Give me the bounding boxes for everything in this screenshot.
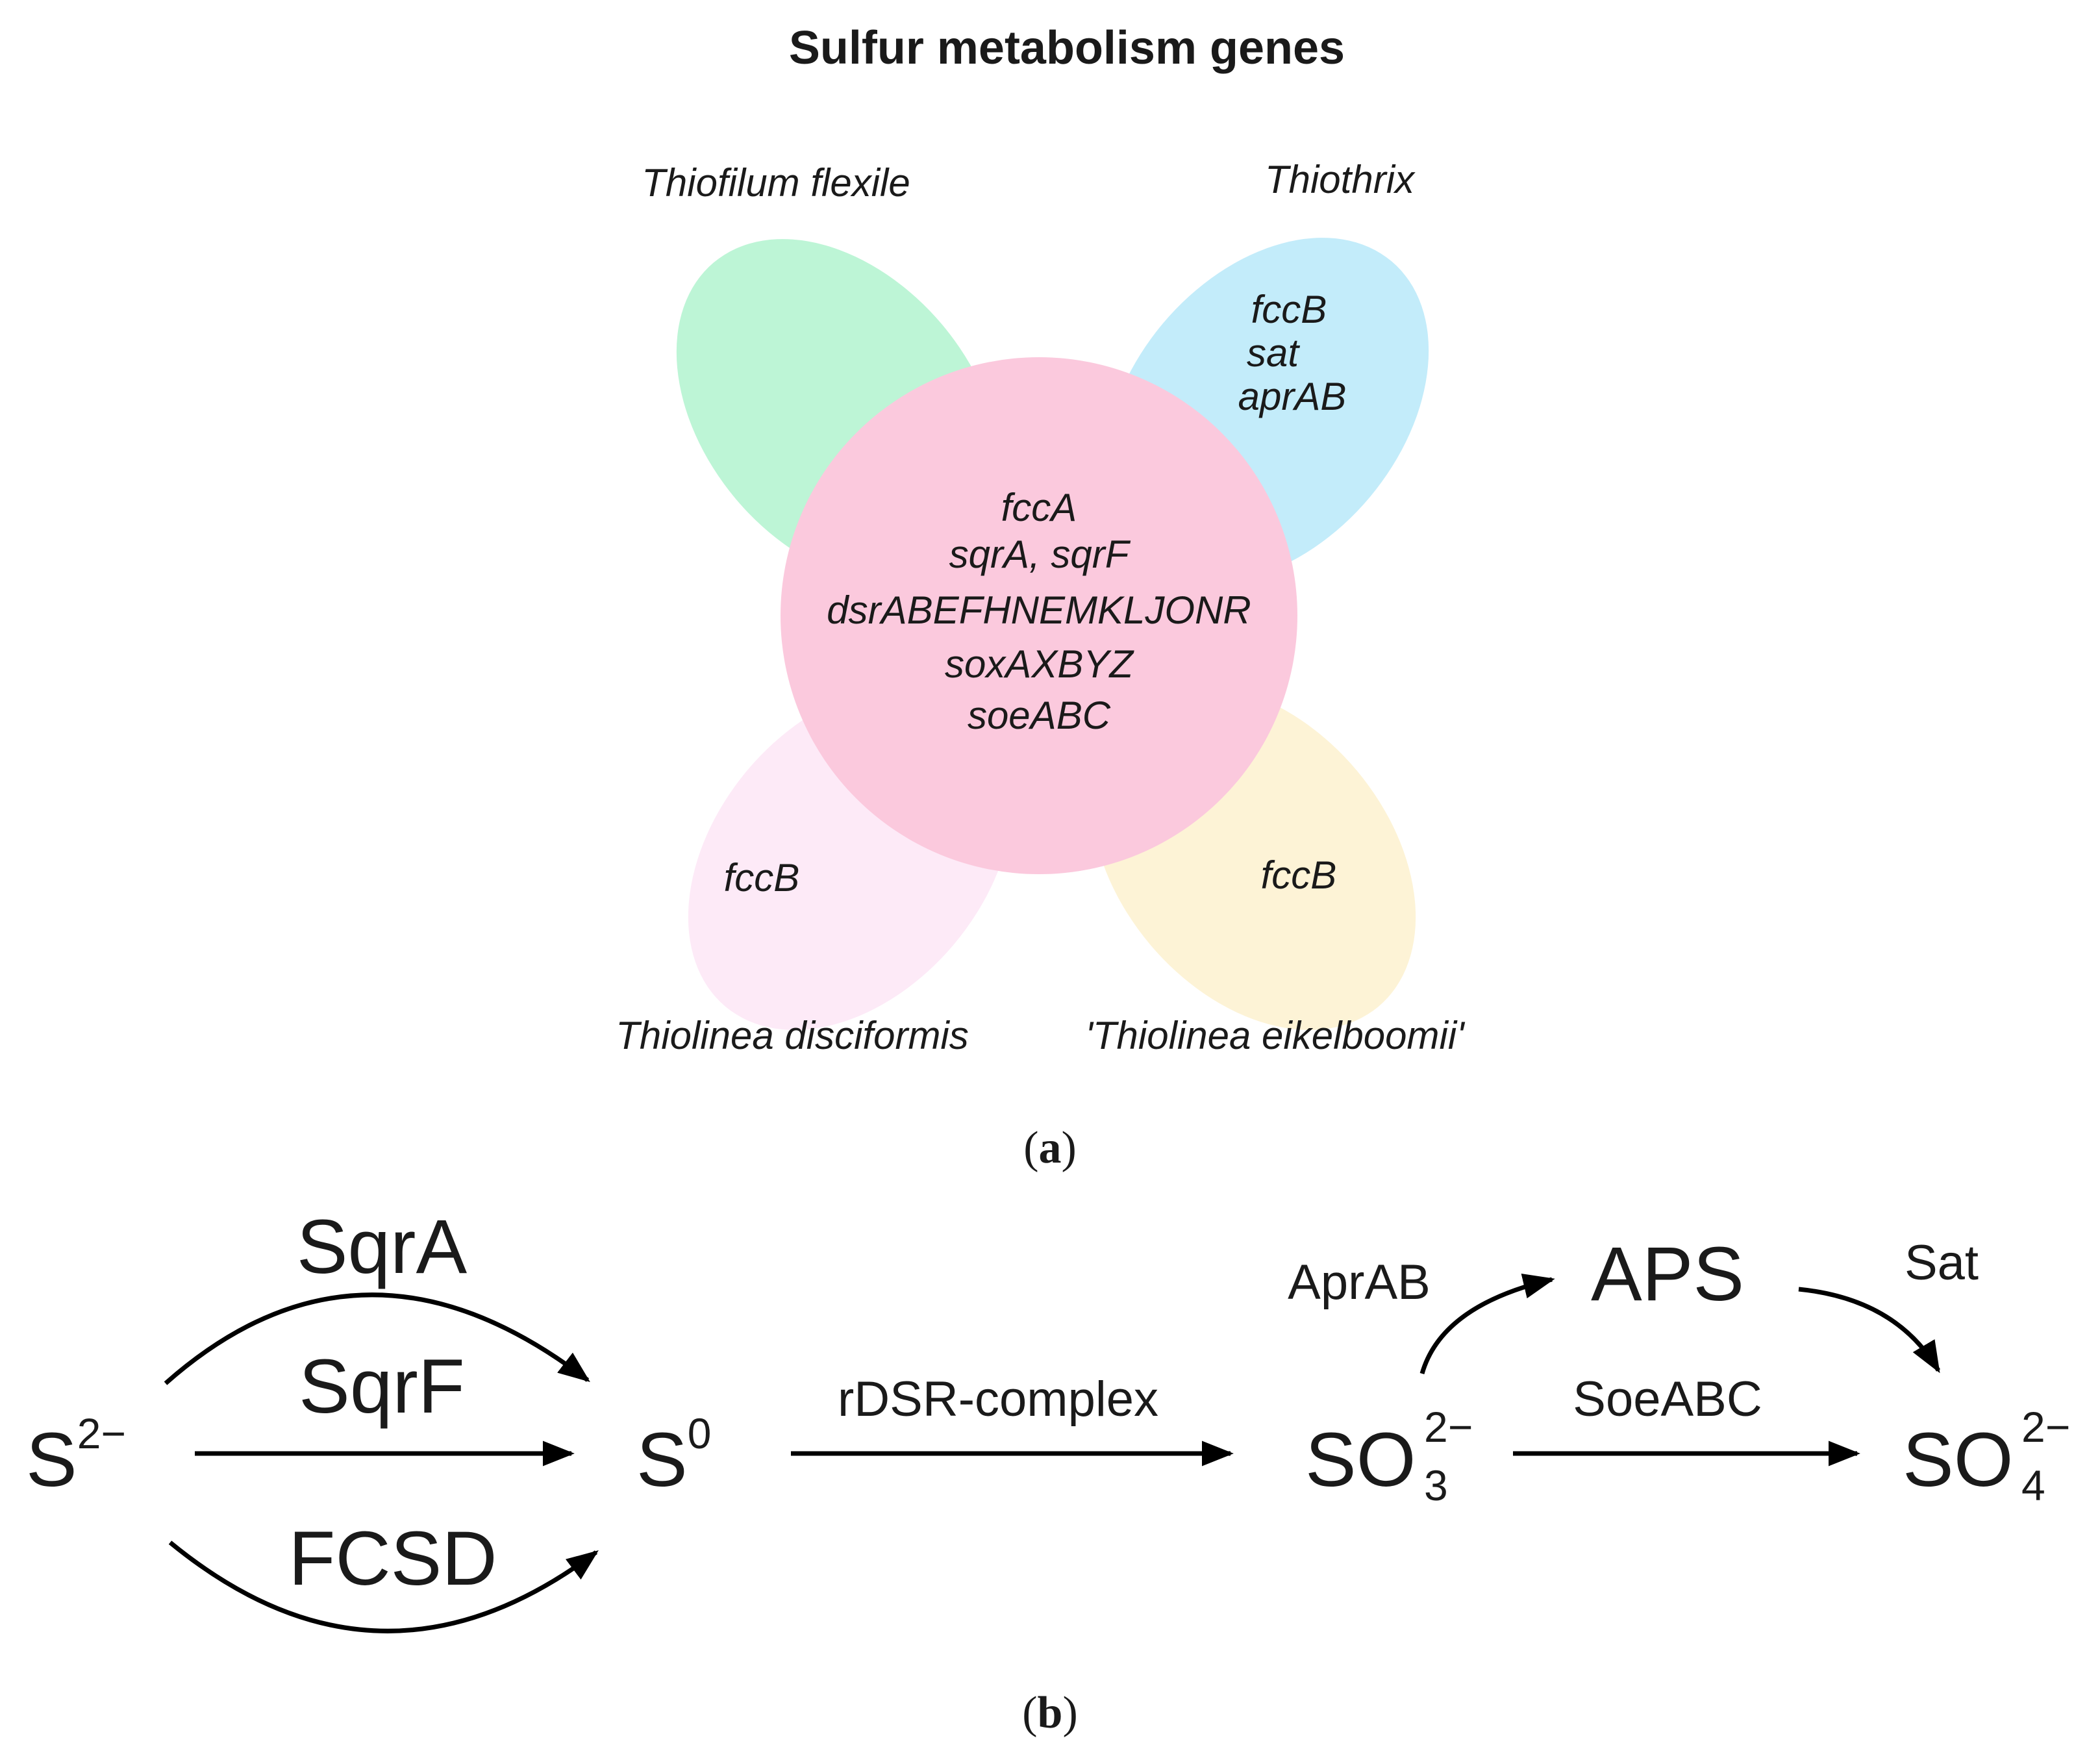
organism-label-bottom-left: Thiolinea disciformis [616, 1014, 969, 1057]
species-sulfate-index: 4 [2021, 1461, 2045, 1509]
panel-b-letter: b [1038, 1688, 1063, 1738]
panel-a-title: Sulfur metabolism genes [789, 22, 1345, 74]
core-gene-4: soxAXBYZ [945, 642, 1134, 686]
gene-bottom-right-1: fccB [1261, 853, 1337, 897]
species-sulfur-charge: 0 [688, 1409, 712, 1457]
panel-b-label: (b) [1022, 1688, 1078, 1738]
species-sulfite-charge: 2− [1424, 1403, 1473, 1451]
arrow-aprab [1419, 1274, 1555, 1374]
core-circle [781, 357, 1297, 874]
species-sulfate-base: SO [1903, 1417, 2014, 1503]
organism-label-top-right: Thiothrix [1265, 158, 1416, 201]
species-sulfate-charge: 2− [2021, 1403, 2070, 1451]
panel-a-label: (a) [1023, 1123, 1077, 1173]
gene-top-right-2: sat [1247, 331, 1300, 375]
core-gene-5: soeABC [968, 694, 1111, 737]
gene-bottom-left-1: fccB [724, 856, 800, 900]
species-sulfur: S0 [636, 1409, 711, 1503]
species-sulfide-base: S [26, 1417, 77, 1503]
core-gene-2: sqrA, sqrF [949, 533, 1131, 576]
enzyme-sqrf: SqrF [299, 1344, 465, 1429]
arrow-sqra [164, 1292, 590, 1385]
species-sulfite-base: SO [1305, 1417, 1416, 1503]
species-aps: APS [1591, 1231, 1744, 1317]
enzyme-sqra: SqrA [297, 1204, 468, 1290]
arrow-fcsd [168, 1541, 599, 1633]
panel-b: S2− S0 SO 2− 3 APS SO 2− 4 SqrA SqrF FCS… [26, 1204, 2070, 1738]
panel-a: Sulfur metabolism genes Thiofilum flexil… [616, 22, 1466, 1173]
gene-top-right-1: fccB [1251, 288, 1327, 331]
core-gene-1: fccA [1001, 486, 1077, 529]
species-sulfide: S2− [26, 1409, 126, 1503]
species-sulfide-charge: 2− [77, 1409, 126, 1457]
species-sulfur-base: S [636, 1417, 688, 1503]
organism-label-top-left: Thiofilum flexile [642, 161, 910, 205]
enzyme-soeabc: SoeABC [1573, 1372, 1762, 1427]
core-gene-3: dsrABEFHNEMKLJONR [827, 588, 1251, 632]
gene-top-right-3: aprAB [1238, 375, 1347, 418]
enzyme-fcsd: FCSD [288, 1516, 497, 1602]
enzyme-aprab: AprAB [1288, 1255, 1431, 1310]
enzyme-sat: Sat [1905, 1235, 1979, 1290]
enzyme-rdsr-complex: rDSR-complex [838, 1372, 1158, 1427]
species-sulfate: SO [1903, 1417, 2014, 1503]
organism-label-bottom-right: 'Thiolinea eikelboomii' [1085, 1014, 1466, 1057]
arrow-sat [1798, 1287, 1941, 1374]
panel-a-letter: a [1039, 1123, 1062, 1173]
species-sulfite: SO [1305, 1417, 1416, 1503]
species-sulfite-index: 3 [1424, 1461, 1448, 1509]
